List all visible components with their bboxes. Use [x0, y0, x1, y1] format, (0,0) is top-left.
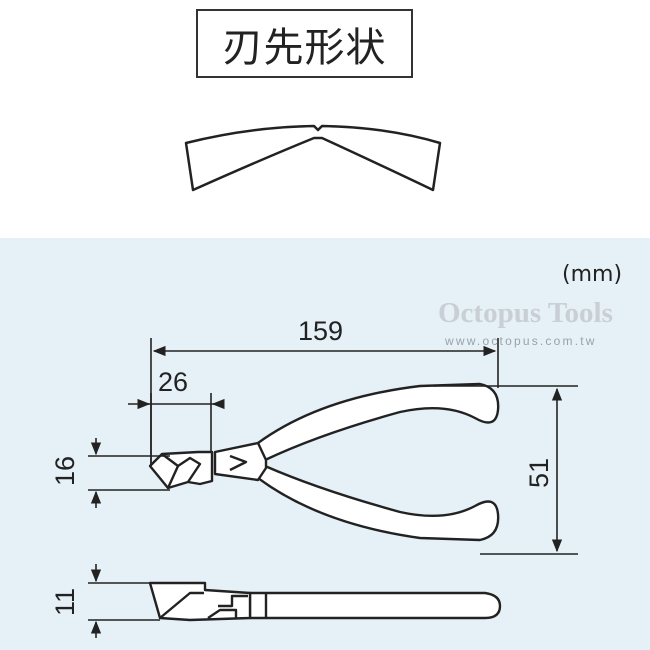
- dim-head-height: 16: [50, 456, 80, 486]
- dim-thickness: 11: [50, 588, 80, 616]
- plier-top-view: [148, 382, 500, 542]
- dim-handle-span: 51: [524, 458, 554, 488]
- unit-label: (mm): [562, 262, 622, 287]
- plier-side-view: [148, 581, 502, 622]
- blade-shape-panel: 刃先形状: [0, 0, 650, 238]
- brand-watermark: Octopus Tools: [438, 297, 613, 329]
- plier-dimension-drawing: (mm) Octopus Tools www.octopus.com.tw 15…: [50, 262, 622, 638]
- dim-jaw-length: 26: [158, 367, 188, 397]
- blade-tip-profile: [184, 124, 442, 192]
- dim-length: 159: [298, 316, 343, 346]
- brand-url: www.octopus.com.tw: [444, 334, 597, 348]
- blade-shape-title: 刃先形状: [196, 9, 413, 78]
- dimension-panel: (mm) Octopus Tools www.octopus.com.tw 15…: [0, 238, 650, 650]
